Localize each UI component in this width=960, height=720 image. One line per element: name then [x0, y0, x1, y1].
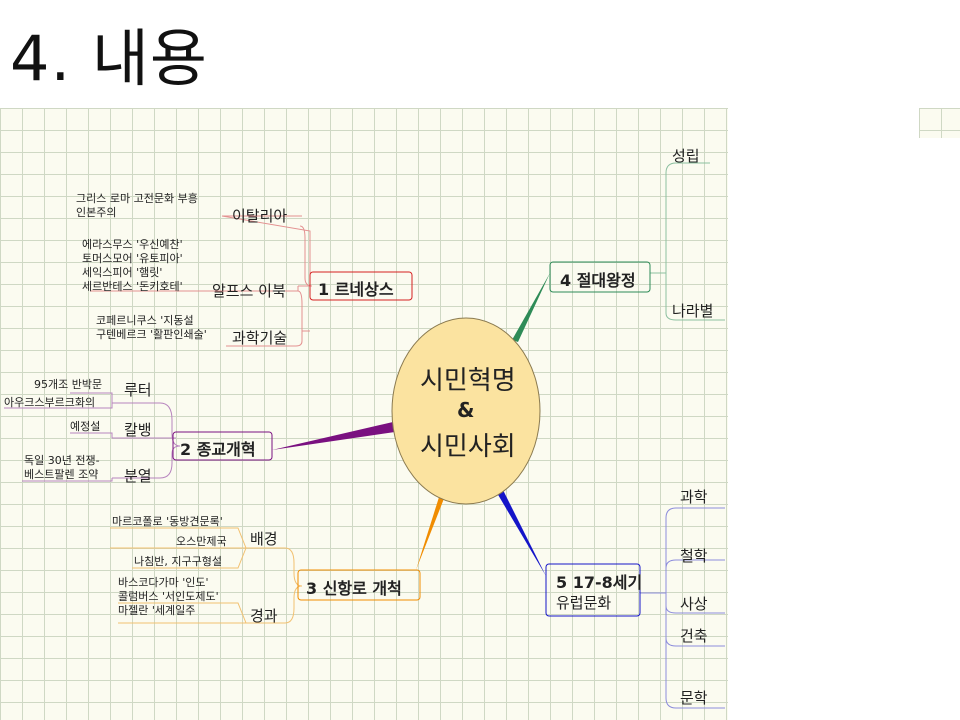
branch2-split-label: 분열 — [124, 467, 152, 485]
branch1-science-note: 코페르니쿠스 '지동설 — [96, 314, 194, 327]
grid-fragment — [919, 108, 960, 138]
center-node-shape — [391, 317, 541, 505]
branch5-item: 과학 — [680, 488, 708, 506]
branch5-connector — [497, 490, 546, 576]
branch1-alps-label: 알프스 이북 — [212, 282, 286, 300]
branch3-background-note: 마르코폴로 '동방견문록' — [112, 515, 223, 528]
center-line3: 시민사회 — [420, 432, 516, 462]
branch5-label-line2: 유럽문화 — [556, 594, 612, 612]
branch3-background-note: 나침반, 지구구형설 — [134, 555, 222, 568]
branch1-label: 1 르네상스 — [318, 280, 394, 299]
branch2-split-note: 베스트팔렌 조약 — [24, 468, 99, 481]
branch2-calvin-note: 예정설 — [70, 420, 101, 433]
branch3-node-box — [297, 569, 421, 601]
branch5-item: 사상 — [680, 595, 708, 613]
branch2-luther-note: 95개조 반박문 — [34, 378, 103, 391]
branch2-luther-label: 루터 — [124, 381, 152, 399]
branch2-label: 2 종교개혁 — [180, 440, 256, 459]
center-line1: 시민혁명 — [420, 366, 516, 396]
branch1-alps-note: 세익스피어 '햄릿' — [82, 266, 163, 279]
branch1-node-box — [309, 271, 413, 301]
branch3-connector — [416, 494, 445, 570]
branch4-node-box — [549, 261, 651, 293]
branch1-alps-note: 토머스모어 '유토피아' — [82, 252, 183, 265]
branch1-italy-label: 이탈리아 — [232, 207, 288, 225]
branch4-connector — [512, 273, 550, 342]
branch3-background-label: 배경 — [250, 530, 278, 548]
branch3-background-note: 오스만제국 — [176, 535, 227, 548]
branch1-alps-note: 에라스무스 '우신예찬' — [82, 238, 183, 251]
mind-map-canvas: 시민혁명 & 시민사회 1 르네상스 이탈리아 그리스 로마 고전문화 부흥 인… — [0, 108, 728, 720]
branch1-science-note: 구텐베르크 '활판인쇄술' — [96, 328, 207, 341]
branch4-item: 나라별 — [672, 302, 714, 320]
branch2-split-note: 독일 30년 전쟁- — [24, 454, 100, 467]
branch5-item: 건축 — [680, 627, 708, 645]
branch3-process-note: 마젤란 '세계일주 — [118, 604, 196, 617]
branch1-italy-note: 인본주의 — [76, 206, 117, 219]
branch5-item: 문학 — [680, 689, 708, 707]
branch5-label-line1: 5 17-8세기 — [556, 573, 643, 592]
branch4-label: 4 절대왕정 — [560, 271, 636, 290]
branch1-science-label: 과학기술 — [232, 329, 288, 347]
mind-map-connectors — [4, 162, 725, 709]
branch2-node-box — [172, 431, 273, 461]
branch2-luther-note: 아우크스부르크화의 — [4, 396, 96, 409]
center-line2: & — [457, 398, 475, 422]
branch4-item: 성립 — [672, 147, 700, 165]
branch2-connector — [272, 422, 395, 450]
branch3-process-note: 바스코다가마 '인도' — [118, 576, 209, 589]
branch3-process-label: 경과 — [250, 607, 278, 625]
branch3-label: 3 신항로 개척 — [306, 579, 402, 598]
branch2-calvin-label: 칼뱅 — [124, 421, 152, 439]
branch5-node-box — [545, 563, 641, 617]
branch1-alps-note: 세르반테스 '돈키호테' — [82, 280, 183, 293]
branch5-item: 철학 — [680, 547, 708, 565]
branch3-process-note: 콜럼버스 '서인도제도' — [118, 590, 219, 603]
slide-title: 4. 내용 — [10, 22, 208, 95]
branch1-italy-note: 그리스 로마 고전문화 부흥 — [76, 192, 198, 205]
